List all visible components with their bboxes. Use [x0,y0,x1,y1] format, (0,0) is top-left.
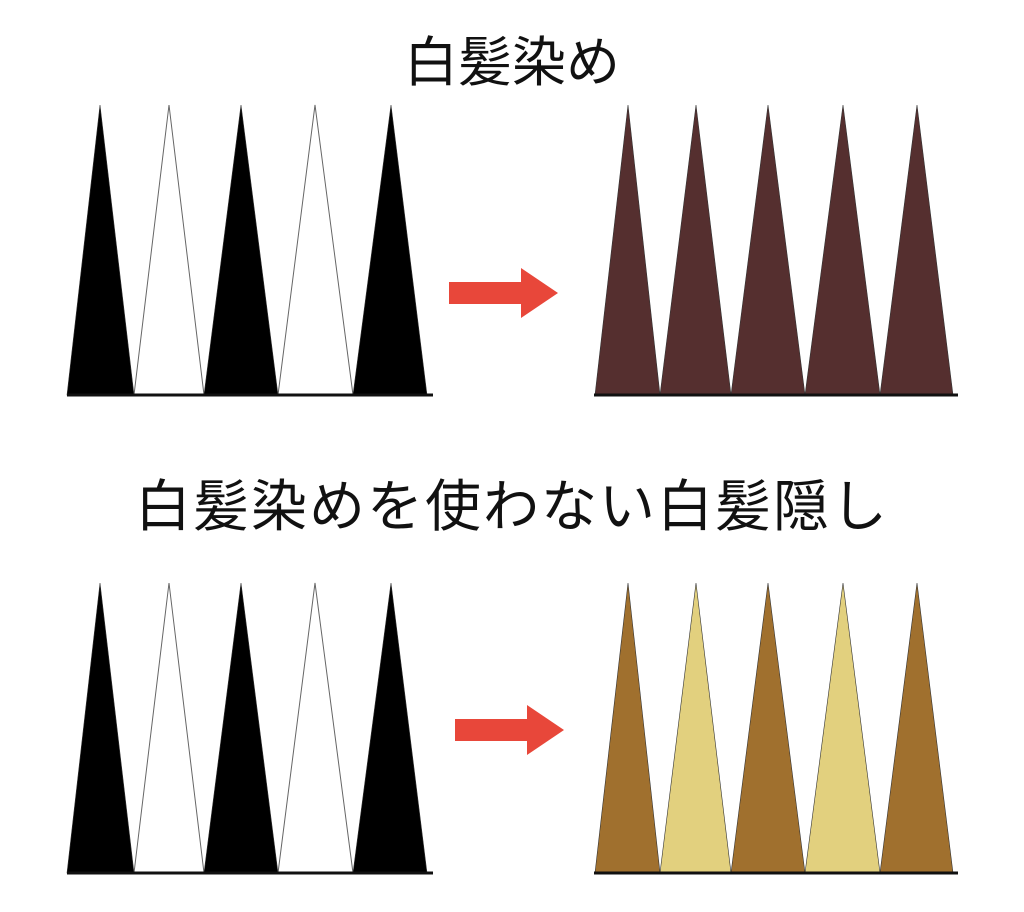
arrow-right-icon [449,268,558,318]
hair-strand-after [659,582,732,874]
hair-strand-before [203,104,279,396]
hair-strand-after [730,104,806,396]
title-gray-cover-without-dye: 白髪染めを使わない白髪隠し [135,475,889,540]
hair-strand-after [730,582,806,874]
hair-strand-before [352,582,428,874]
hair-strand-before [277,104,354,396]
hair-strand-after [879,582,954,874]
hair-strand-before [277,582,354,874]
arrow-right-icon [455,705,564,755]
hair-strand-before [203,582,279,874]
hair-strand-after [879,104,954,396]
hair-strand-after [594,104,661,396]
hair-strand-before [133,582,205,874]
hair-strand-after [804,582,881,874]
hair-strand-before [66,582,135,874]
hair-strand-before [133,104,205,396]
hair-strand-after [594,582,661,874]
hair-strand-before [66,104,135,396]
hair-strand-before [352,104,428,396]
hair-strand-after [659,104,732,396]
hair-strand-after [804,104,881,396]
title-hair-dye: 白髪染め [404,31,620,94]
